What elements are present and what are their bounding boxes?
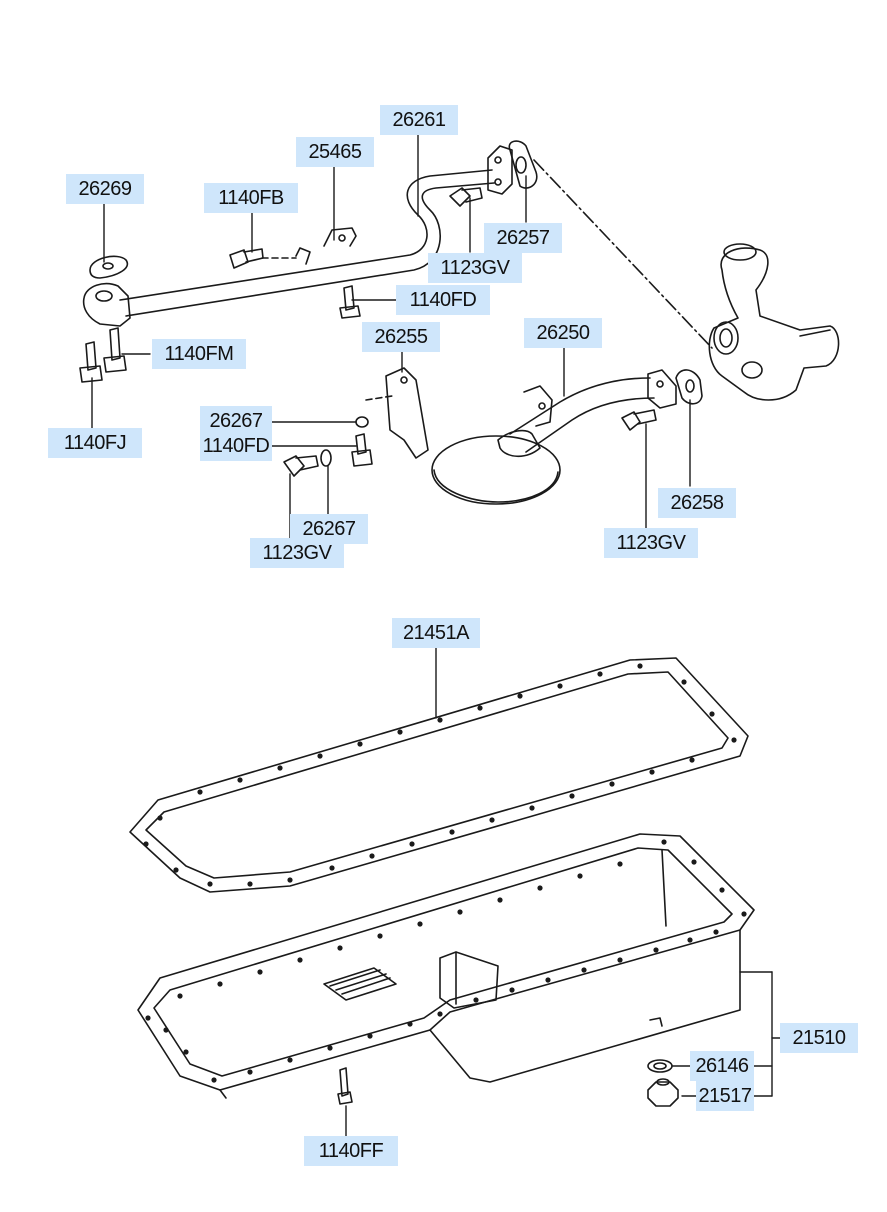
oil-pump-body — [708, 243, 840, 401]
label-25465[interactable]: 25465 — [296, 137, 374, 167]
washer-26267-b — [320, 449, 332, 467]
label-26258[interactable]: 26258 — [658, 488, 736, 518]
label-26261[interactable]: 26261 — [380, 105, 458, 135]
label-1140FD-top[interactable]: 1140FD — [396, 285, 490, 315]
alignment-line — [533, 159, 713, 349]
bolt-1140FF — [337, 1067, 353, 1105]
bolt-1140FD-top — [339, 285, 361, 319]
drain-plug-21517 — [647, 1078, 679, 1107]
label-26257[interactable]: 26257 — [484, 223, 562, 253]
bracket-26255 — [365, 367, 429, 459]
label-1123GV-right[interactable]: 1123GV — [604, 528, 698, 558]
gasket-26258 — [675, 369, 703, 405]
oil-pan — [137, 833, 755, 1099]
gasket-26257 — [508, 140, 538, 189]
label-21451A[interactable]: 21451A — [392, 618, 480, 648]
bolt-1123GV-left — [283, 455, 319, 477]
bolt-1123GV-right — [621, 409, 657, 431]
gasket-26269 — [89, 255, 129, 279]
label-21510[interactable]: 21510 — [780, 1023, 858, 1053]
label-1140FJ[interactable]: 1140FJ — [48, 428, 142, 458]
label-21517[interactable]: 21517 — [696, 1081, 754, 1111]
label-1140FF[interactable]: 1140FF — [304, 1136, 398, 1166]
oil-strainer — [431, 369, 677, 505]
label-1140FD-mid[interactable]: 1140FD — [200, 431, 272, 461]
label-1140FB[interactable]: 1140FB — [204, 183, 298, 213]
label-26269[interactable]: 26269 — [66, 174, 144, 204]
label-1123GV-left[interactable]: 1123GV — [250, 538, 344, 568]
leader-lines — [91, 133, 781, 1137]
label-26255[interactable]: 26255 — [362, 322, 440, 352]
label-1123GV-top[interactable]: 1123GV — [428, 253, 522, 283]
bolt-1140FB — [229, 248, 264, 269]
label-26146[interactable]: 26146 — [690, 1051, 754, 1081]
drain-gasket-26146 — [647, 1059, 673, 1073]
bracket-25465 — [261, 227, 357, 265]
bolt-1123GV-top — [449, 187, 483, 207]
bolt-1140FM — [103, 327, 127, 373]
washer-26267-a — [355, 416, 369, 428]
bolt-1140FJ — [79, 341, 103, 383]
label-1140FM[interactable]: 1140FM — [152, 339, 246, 369]
oil-pan-gasket — [129, 657, 749, 893]
label-26250[interactable]: 26250 — [524, 318, 602, 348]
bolt-1140FD-mid — [351, 433, 373, 467]
